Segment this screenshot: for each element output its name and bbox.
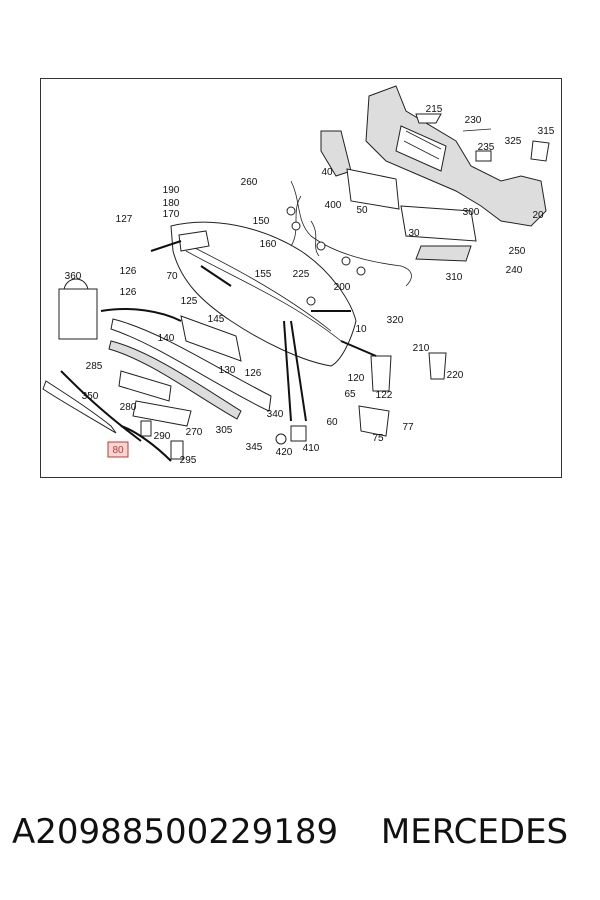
callout-label: 280 (120, 402, 137, 413)
callout-label: 125 (181, 296, 198, 307)
callout-label: 320 (387, 315, 404, 326)
callout-label: 250 (509, 246, 526, 257)
callout-label: 126 (245, 368, 262, 379)
callout-label: 220 (447, 370, 464, 381)
callout-label: 155 (255, 269, 272, 280)
callout-label: 20 (532, 210, 544, 221)
callout-label: 77 (402, 422, 414, 433)
callout-label: 65 (344, 389, 356, 400)
callout-label: 130 (219, 365, 236, 376)
callout-label: 325 (505, 136, 522, 147)
callout-label: 30 (408, 228, 420, 239)
callout-label: 290 (154, 431, 171, 442)
callout-label: 235 (478, 142, 495, 153)
highlighted-callout: 80 (107, 441, 129, 458)
bumper-reinforcement (320, 85, 550, 262)
callout-label: 420 (276, 447, 293, 458)
callout-label: 260 (241, 177, 258, 188)
callout-label: 170 (163, 209, 180, 220)
callout-label: 215 (426, 104, 443, 115)
callout-label: 50 (356, 205, 368, 216)
lower-trim-parts (42, 278, 447, 460)
callout-label: 270 (186, 427, 203, 438)
callout-label: 10 (355, 324, 367, 335)
callout-label: 60 (326, 417, 338, 428)
callout-label: 126 (120, 266, 137, 277)
callout-label: 310 (446, 272, 463, 283)
callout-label: 160 (260, 239, 277, 250)
callout-label: 200 (334, 282, 351, 293)
callout-label: 140 (158, 333, 175, 344)
callout-label: 210 (413, 343, 430, 354)
callout-label: 240 (506, 265, 523, 276)
callout-label: 40 (321, 167, 333, 178)
callout-label: 120 (348, 373, 365, 384)
highlighted-callout-label: 80 (112, 445, 124, 456)
callout-label: 225 (293, 269, 310, 280)
callout-label: 400 (325, 200, 342, 211)
part-number-text: A2098850022918​9 (12, 812, 339, 852)
callout-label: 127 (116, 214, 133, 225)
callout-label: 295 (180, 455, 197, 466)
product-caption: A2098850022918​9 MERCEDES (12, 812, 592, 856)
callout-label: 230 (465, 115, 482, 126)
callout-label: 126 (120, 287, 137, 298)
callout-label: 350 (82, 391, 99, 402)
callout-label: 285 (86, 361, 103, 372)
callout-label: 190 (163, 185, 180, 196)
callout-label: 145 (208, 314, 225, 325)
bumper-cover (170, 221, 357, 367)
callout-label: 410 (303, 443, 320, 454)
callout-label: 315 (538, 126, 555, 137)
wiring-harness (286, 180, 412, 306)
callout-label: 180 (163, 198, 180, 209)
callout-label: 300 (463, 207, 480, 218)
callout-label: 360 (65, 271, 82, 282)
callout-label: 70 (166, 271, 178, 282)
callout-label: 345 (246, 442, 263, 453)
callout-label: 340 (267, 409, 284, 420)
callout-label: 75 (372, 433, 384, 444)
assembly-arrows (60, 240, 377, 462)
callout-label: 122 (376, 390, 393, 401)
callout-label: 150 (253, 216, 270, 227)
brand-text: MERCEDES (380, 812, 569, 852)
callout-label: 305 (216, 425, 233, 436)
